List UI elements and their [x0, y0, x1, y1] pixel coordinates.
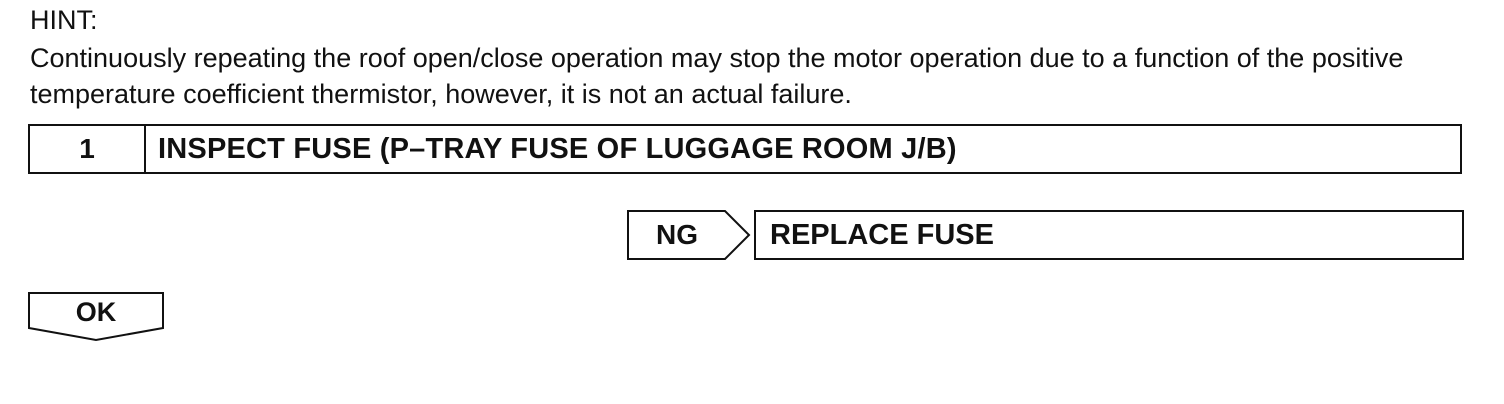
step-number: 1	[30, 126, 146, 172]
ok-arrow-shape	[28, 292, 164, 342]
hint-text: Continuously repeating the roof open/clo…	[30, 43, 1404, 109]
ng-arrow-shape	[627, 210, 751, 260]
ng-label: NG	[656, 219, 698, 250]
hint-label: HINT:	[30, 5, 98, 35]
ng-result-box: REPLACE FUSE	[754, 210, 1464, 260]
step-box: 1 INSPECT FUSE (P–TRAY FUSE OF LUGGAGE R…	[28, 124, 1462, 174]
ok-label: OK	[75, 296, 117, 327]
step-title: INSPECT FUSE (P–TRAY FUSE OF LUGGAGE ROO…	[158, 132, 957, 165]
